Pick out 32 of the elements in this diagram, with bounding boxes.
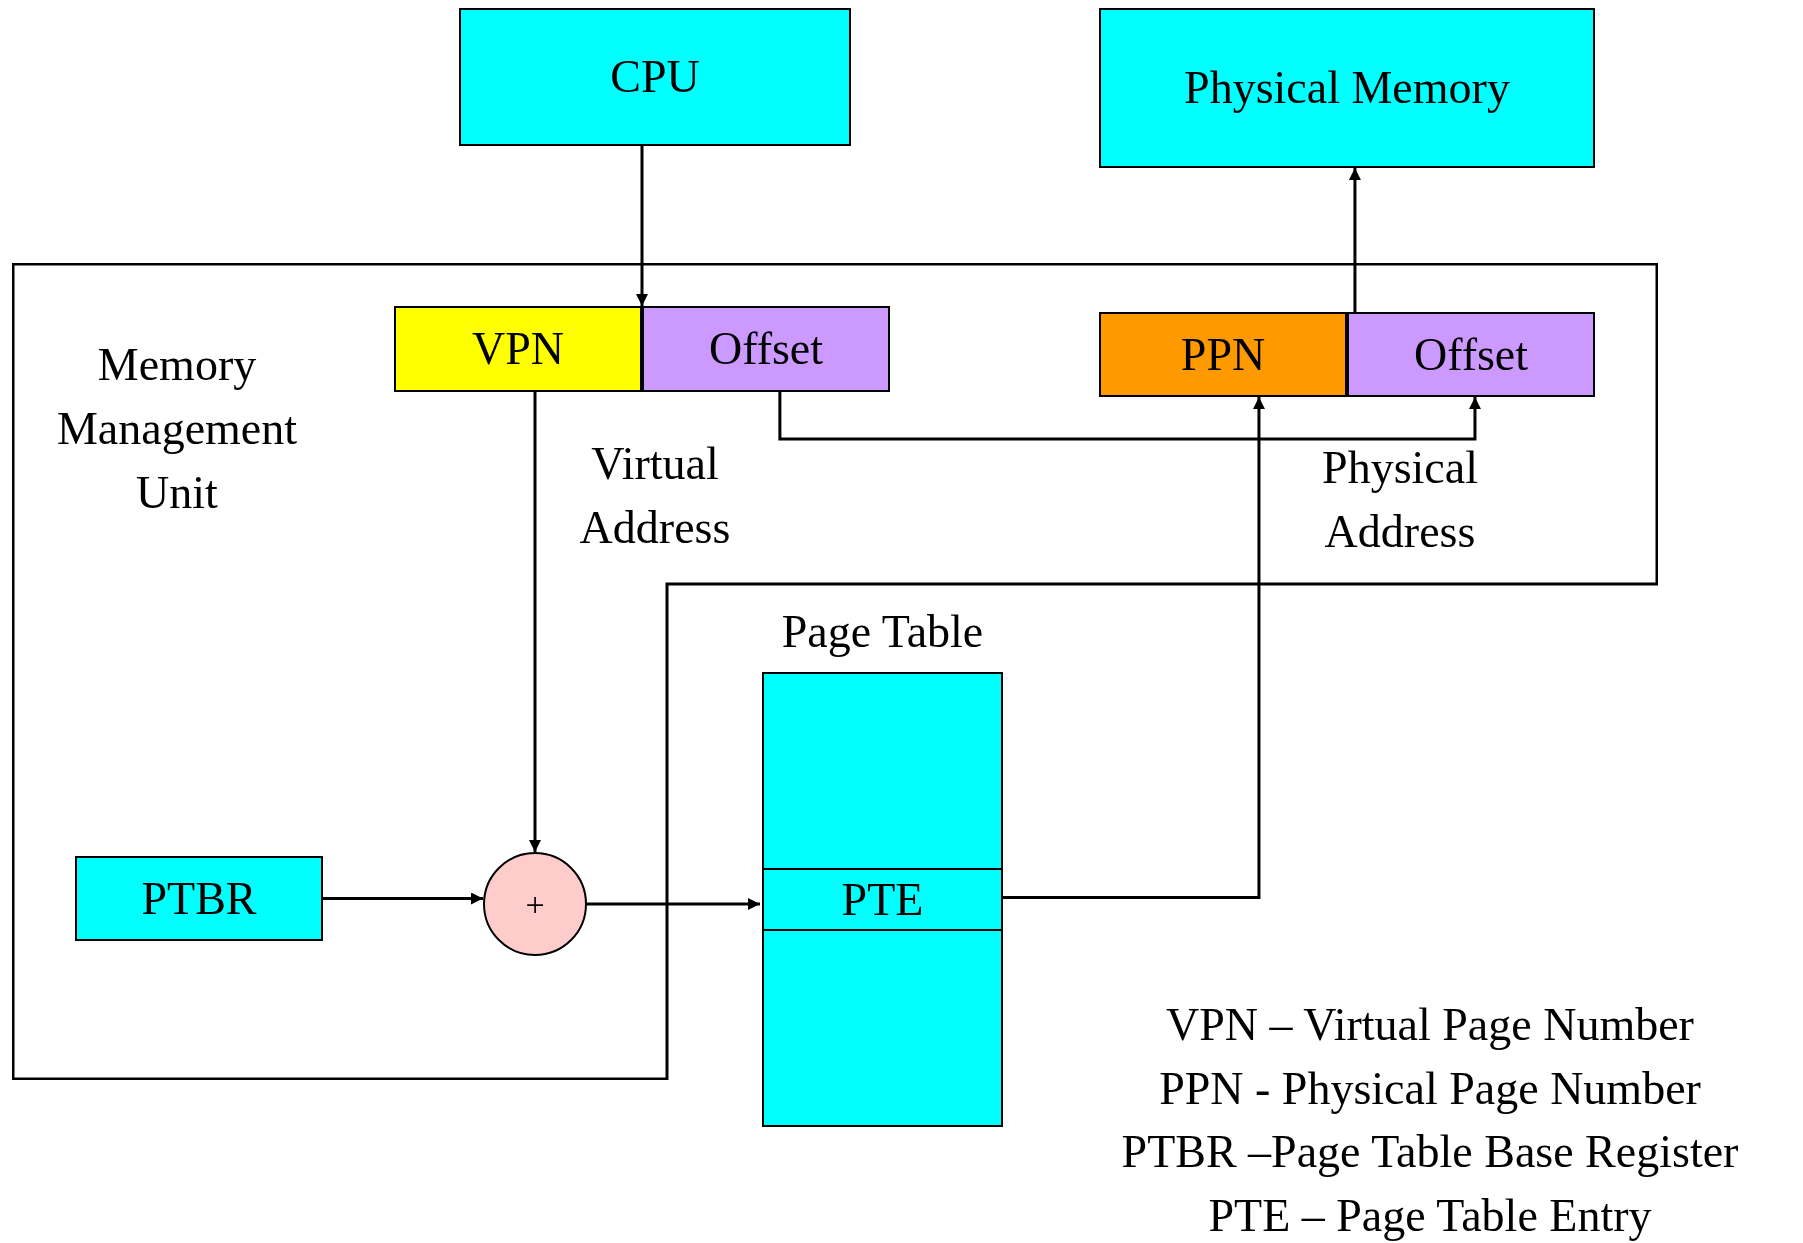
node-label: Physical Memory: [1184, 65, 1510, 111]
node-label: Offset: [1413, 331, 1529, 378]
arrow: [636, 146, 648, 306]
node-label: Memory Management Unit: [55, 338, 299, 520]
node-label: PTE: [841, 876, 924, 923]
address-caption: Virtual Address: [578, 437, 732, 555]
node-label: +: [525, 884, 545, 925]
table-entry: [762, 868, 1003, 931]
memory-box: [1099, 8, 1595, 168]
legend-note: PTE – Page Table Entry: [1207, 1189, 1653, 1243]
address-caption: Physical Address: [1321, 441, 1479, 559]
node-label: PPN: [1180, 331, 1266, 378]
node-label: VPN: [472, 326, 564, 372]
offset-field: [1347, 312, 1595, 397]
arrow: [587, 898, 760, 910]
ppn-field: [1099, 312, 1347, 397]
legend-note: PTBR –Page Table Base Register: [1120, 1125, 1740, 1179]
node-label: Offset: [708, 326, 824, 372]
arrow: [529, 392, 541, 852]
node-label: Page Table: [780, 605, 985, 659]
arrow: [323, 892, 483, 905]
register-box: [75, 856, 323, 941]
legend-note: PPN - Physical Page Number: [1158, 1062, 1702, 1116]
offset-field: [642, 306, 890, 392]
arrow: [1348, 168, 1361, 312]
legend-note: VPN – Virtual Page Number: [1165, 998, 1695, 1052]
node-label: CPU: [610, 54, 700, 100]
arrow: [778, 392, 1481, 441]
cpu-box: [459, 8, 851, 146]
arrow: [1001, 397, 1265, 899]
vpn-field: [394, 306, 642, 392]
node-label: PTBR: [141, 875, 257, 922]
